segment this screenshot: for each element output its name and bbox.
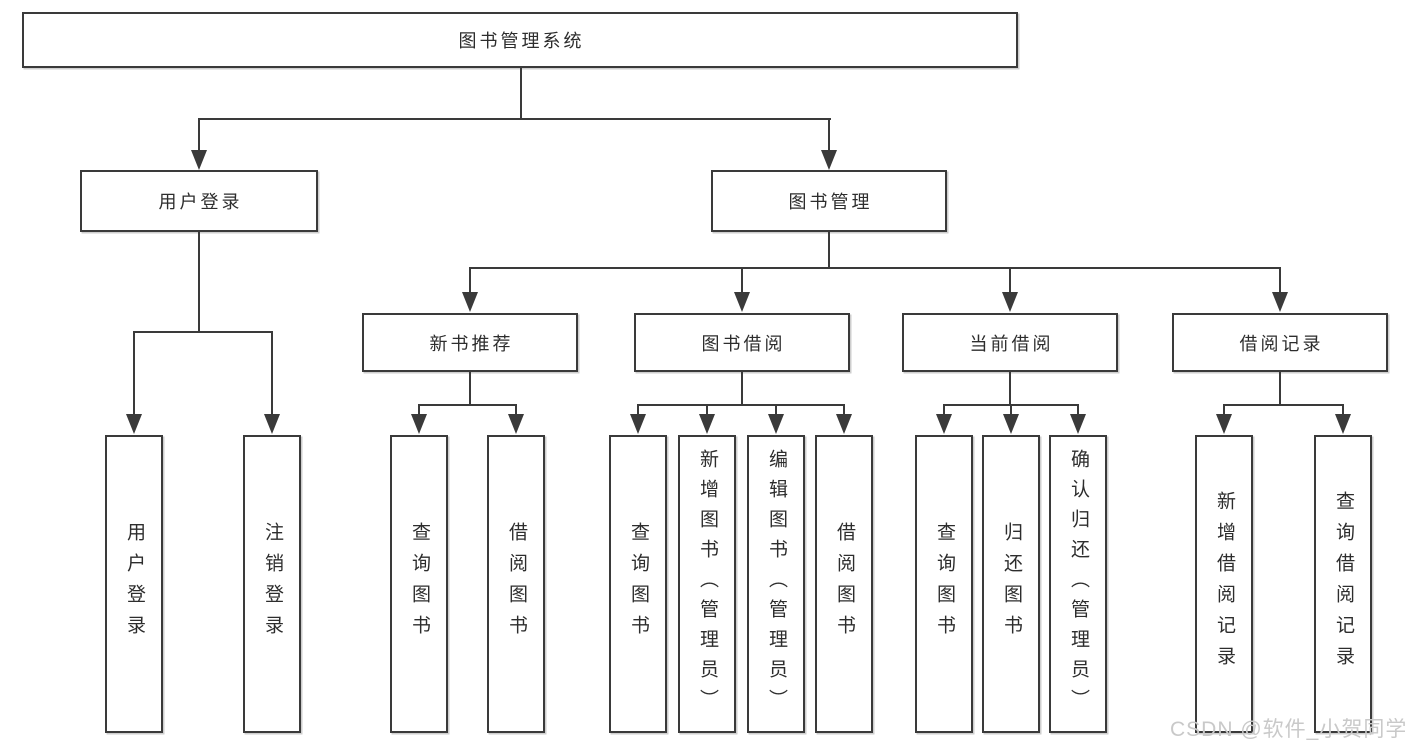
node-root: 图书管理系统 <box>22 12 1018 68</box>
arrowhead-cb-confirm <box>1070 414 1086 434</box>
connector-borrow-records-drop <box>1279 267 1281 295</box>
connector-root-bar <box>198 118 831 120</box>
leaf-rec-query-books: 查询图书 <box>390 435 448 733</box>
leaf-br-query-record: 查询借阅记录 <box>1314 435 1372 733</box>
connector-current-borrow-stem <box>1009 371 1011 406</box>
connector-borrow-records-bar <box>1223 404 1344 406</box>
arrowhead-user-login <box>191 150 207 170</box>
connector-rec-query-drop <box>418 404 420 419</box>
connector-br-query-drop <box>1342 404 1344 419</box>
arrowhead-rec-query <box>411 414 427 434</box>
leaf-bb-add-books-admin: 新增图书（管理员） <box>678 435 736 733</box>
leaf-cb-query-books: 查询图书 <box>915 435 973 733</box>
connector-bb-add-drop <box>706 404 708 419</box>
connector-cb-return-drop <box>1010 404 1012 419</box>
connector-root-stem <box>520 68 522 120</box>
connector-user-login-bar <box>133 331 273 333</box>
arrowhead-rec-borrow <box>508 414 524 434</box>
node-current-borrow: 当前借阅 <box>902 313 1118 372</box>
leaf-bb-query-books: 查询图书 <box>609 435 667 733</box>
connector-book-mgmt-stem <box>828 232 830 269</box>
connector-bb-edit-drop <box>775 404 777 419</box>
node-book-mgmt: 图书管理 <box>711 170 947 232</box>
arrowhead-current-borrow <box>1002 292 1018 312</box>
arrowhead-book-borrow <box>734 292 750 312</box>
connector-new-book-rec-stem <box>469 371 471 406</box>
arrowhead-cb-query <box>936 414 952 434</box>
connector-bb-query-drop <box>637 404 639 419</box>
arrowhead-br-query <box>1335 414 1351 434</box>
connector-user-login-stem <box>198 232 200 333</box>
connector-leaf-user-login-drop <box>133 331 135 417</box>
connector-user-login-drop <box>198 118 200 154</box>
connector-book-mgmt-bar <box>469 267 1281 269</box>
node-book-borrow: 图书借阅 <box>634 313 850 372</box>
leaf-bb-borrow-books: 借阅图书 <box>815 435 873 733</box>
leaf-user-login: 用户登录 <box>105 435 163 733</box>
leaf-logout: 注销登录 <box>243 435 301 733</box>
arrowhead-bb-query <box>630 414 646 434</box>
arrowhead-br-add <box>1216 414 1232 434</box>
connector-cb-confirm-drop <box>1077 404 1079 419</box>
connector-br-add-drop <box>1223 404 1225 419</box>
arrowhead-book-mgmt <box>821 150 837 170</box>
arrowhead-bb-edit <box>768 414 784 434</box>
connector-borrow-records-stem <box>1279 371 1281 406</box>
arrowhead-cb-return <box>1003 414 1019 434</box>
connector-bb-borrow-drop <box>843 404 845 419</box>
connector-leaf-logout-drop <box>271 331 273 417</box>
arrowhead-bb-borrow <box>836 414 852 434</box>
connector-book-borrow-stem <box>741 371 743 406</box>
connector-book-mgmt-drop <box>828 118 830 154</box>
arrowhead-borrow-records <box>1272 292 1288 312</box>
arrowhead-leaf-user-login <box>126 414 142 434</box>
leaf-rec-borrow-books: 借阅图书 <box>487 435 545 733</box>
leaf-br-add-record: 新增借阅记录 <box>1195 435 1253 733</box>
connector-book-borrow-drop <box>741 267 743 295</box>
connector-rec-borrow-drop <box>515 404 517 419</box>
connector-book-borrow-bar <box>637 404 845 406</box>
csdn-watermark: CSDN @软件_小贺同学 <box>1170 718 1405 741</box>
connector-current-borrow-drop <box>1009 267 1011 295</box>
arrowhead-bb-add <box>699 414 715 434</box>
connector-new-book-rec-bar <box>418 404 517 406</box>
arrowhead-new-book-rec <box>462 292 478 312</box>
node-user-login: 用户登录 <box>80 170 318 232</box>
leaf-cb-return-books: 归还图书 <box>982 435 1040 733</box>
node-new-book-rec: 新书推荐 <box>362 313 578 372</box>
leaf-cb-confirm-return-admin: 确认归还（管理员） <box>1049 435 1107 733</box>
leaf-bb-edit-books-admin: 编辑图书（管理员） <box>747 435 805 733</box>
arrowhead-leaf-logout <box>264 414 280 434</box>
connector-cb-query-drop <box>943 404 945 419</box>
node-borrow-records: 借阅记录 <box>1172 313 1388 372</box>
connector-new-book-rec-drop <box>469 267 471 295</box>
